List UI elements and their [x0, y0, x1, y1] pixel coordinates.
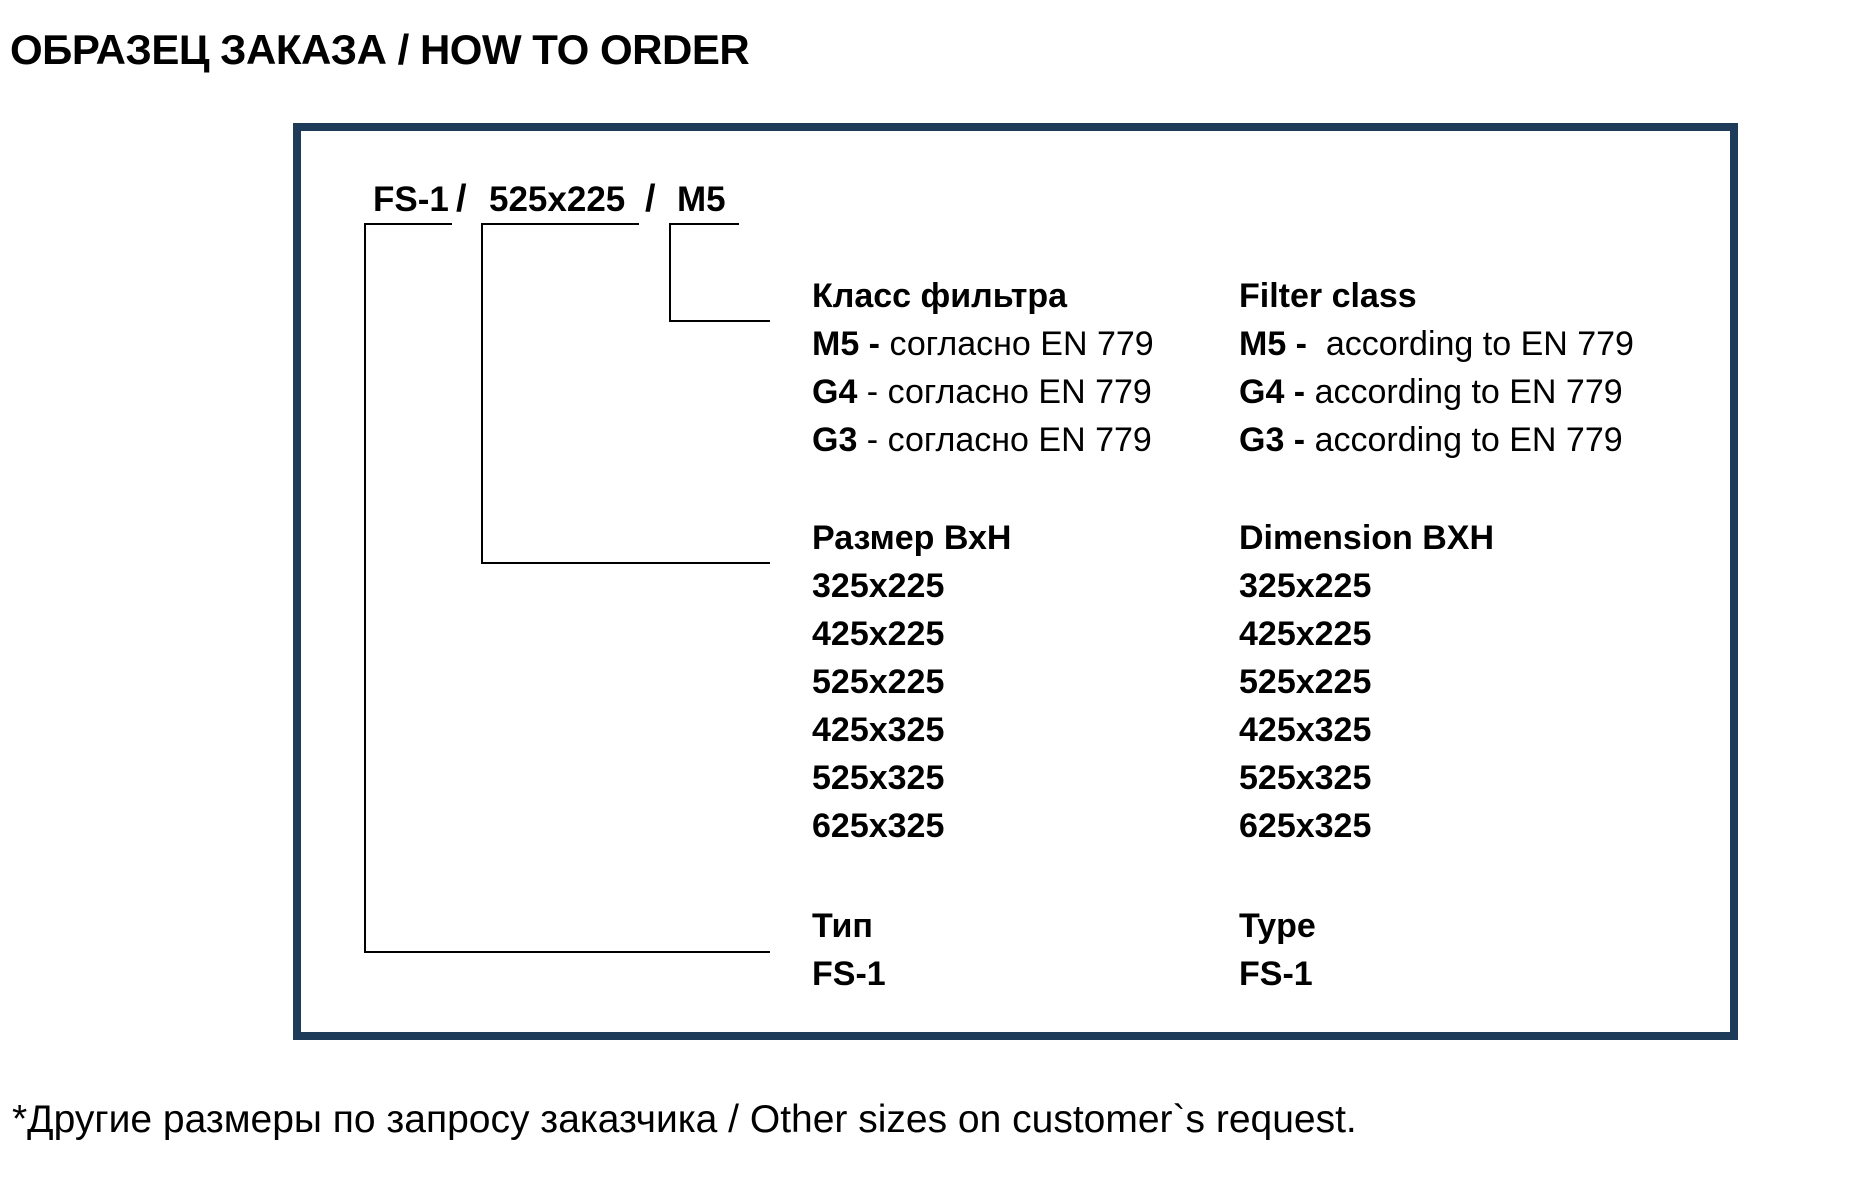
code-separator-1: / [456, 178, 467, 220]
filter-class-en-heading: Filter class [1239, 277, 1417, 315]
class-connector-horizontal [669, 320, 770, 322]
dimension-ru-item: 425x225 [812, 615, 945, 653]
code-size: 525x225 [489, 180, 626, 219]
dimension-ru-item: 425x325 [812, 711, 945, 749]
dimension-ru-item: 525x325 [812, 759, 945, 797]
filter-class-ru-heading: Класс фильтра [812, 277, 1068, 315]
class-code: M5 - [812, 325, 880, 363]
dimension-ru-item: 525x225 [812, 663, 945, 701]
class-code: M5 - [1239, 325, 1307, 363]
type-en: Type FS-1 [1239, 902, 1316, 998]
class-text: according to EN 779 [1305, 373, 1623, 411]
size-connector-vertical [481, 223, 483, 564]
code-size-underline [481, 223, 639, 225]
dimension-ru-item: 625x325 [812, 807, 945, 845]
page-title: ОБРАЗЕЦ ЗАКАЗА / HOW TO ORDER [10, 26, 750, 73]
type-ru-heading: Тип [812, 907, 873, 945]
dimension-en-item: 325x225 [1239, 567, 1372, 605]
type-ru-value: FS-1 [812, 955, 886, 993]
dimension-en: Dimension BXH 325x225 425x225 525x225 42… [1239, 514, 1494, 850]
filter-class-ru-row: M5 - согласно EN 779 [812, 320, 1154, 368]
dimension-ru-heading: Размер ВхН [812, 519, 1012, 557]
filter-class-en-row: M5 - according to EN 779 [1239, 320, 1634, 368]
class-code: G4 [812, 373, 858, 411]
class-code: G4 - [1239, 373, 1306, 411]
dimension-en-item: 425x225 [1239, 615, 1372, 653]
type-en-heading: Type [1239, 907, 1316, 945]
dimension-en-item: 525x325 [1239, 759, 1372, 797]
type-en-value: FS-1 [1239, 955, 1313, 993]
class-connector-vertical [669, 223, 671, 322]
class-text: - согласно EN 779 [857, 421, 1152, 459]
filter-class-en: Filter class M5 - according to EN 779 G4… [1239, 272, 1634, 464]
dimension-en-item: 425x325 [1239, 711, 1372, 749]
type-ru: Тип FS-1 [812, 902, 886, 998]
filter-class-ru: Класс фильтра M5 - согласно EN 779 G4 - … [812, 272, 1154, 464]
code-type: FS-1 [373, 180, 449, 219]
type-connector-vertical [364, 223, 366, 953]
filter-class-ru-row: G4 - согласно EN 779 [812, 368, 1154, 416]
type-connector-horizontal [364, 951, 770, 953]
class-text: согласно EN 779 [880, 325, 1154, 363]
filter-class-en-row: G3 - according to EN 779 [1239, 416, 1634, 464]
dimension-en-item: 625x325 [1239, 807, 1372, 845]
class-text: - согласно EN 779 [857, 373, 1152, 411]
code-separator-2: / [645, 178, 656, 220]
filter-class-en-row: G4 - according to EN 779 [1239, 368, 1634, 416]
dimension-en-item: 525x225 [1239, 663, 1372, 701]
class-code: G3 - [1239, 421, 1306, 459]
dimension-en-heading: Dimension BXH [1239, 519, 1495, 557]
dimension-ru-item: 325x225 [812, 567, 945, 605]
class-code: G3 [812, 421, 858, 459]
filter-class-ru-row: G3 - согласно EN 779 [812, 416, 1154, 464]
footnote: *Другие размеры по запросу заказчика / O… [12, 1098, 1357, 1141]
class-text: according to EN 779 [1305, 421, 1623, 459]
code-class: M5 [677, 180, 726, 219]
code-type-underline [364, 223, 452, 225]
dimension-ru: Размер ВхН 325x225 425x225 525x225 425x3… [812, 514, 1011, 850]
class-text: according to EN 779 [1307, 325, 1634, 363]
size-connector-horizontal [481, 562, 770, 564]
code-class-underline [669, 223, 739, 225]
order-diagram-frame [293, 123, 1738, 1040]
